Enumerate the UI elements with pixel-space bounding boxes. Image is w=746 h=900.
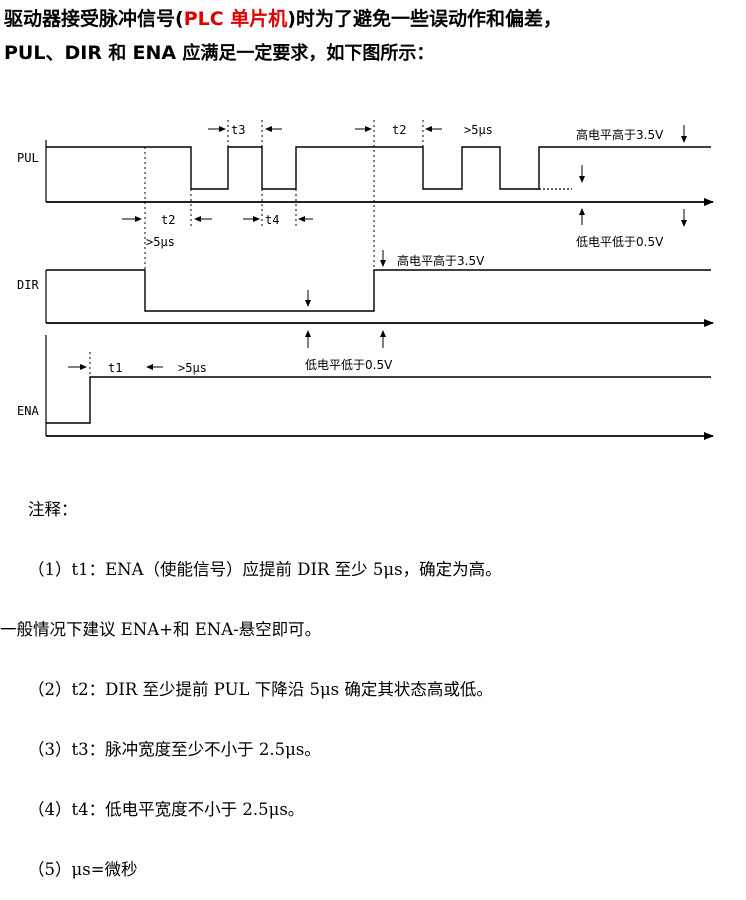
timing-diagram: PUL DIR ENA t3 t2 >5μs 高电平高于3.5V t2 >5μs: [17, 120, 714, 440]
t2b-label: t2: [392, 123, 406, 137]
ena-label: ENA: [17, 404, 39, 418]
note-1: （1）t1：ENA（使能信号）应提前 DIR 至少 5μs，确定为高。: [28, 560, 502, 579]
notes-title: 注释：: [28, 500, 78, 519]
pul-label: PUL: [17, 151, 39, 165]
intro-pul: PUL: [4, 42, 46, 64]
intro-text-2f: 应满足一定要求，如下图所示：: [176, 43, 435, 64]
intro-text-1c: )时为了避免一些误动作和偏差，: [287, 8, 562, 30]
t4-label: t4: [265, 213, 279, 227]
notes-section: 注释： （1）t1：ENA（使能信号）应提前 DIR 至少 5μs，确定为高。 …: [0, 460, 744, 900]
intro-ena: ENA: [132, 42, 177, 64]
note-5: （5）μs=微秒: [28, 860, 138, 879]
pul-high-level-note: 高电平高于3.5V: [576, 127, 664, 142]
dir-high-level-note: 高电平高于3.5V: [397, 253, 485, 268]
ena-waveform: [46, 376, 711, 424]
intro-text-1a: 驱动器接受脉冲信号(: [4, 8, 184, 30]
intro-dir: DIR: [64, 42, 102, 64]
pul-low-level-note: 低电平低于0.5V: [576, 235, 664, 249]
intro-and: 和: [101, 43, 133, 64]
pul-waveform: [46, 146, 711, 190]
note-2: （2）t2：DIR 至少提前 PUL 下降沿 5μs 确定其状态高或低。: [28, 680, 493, 699]
intro-highlight: PLC 单片机: [183, 8, 288, 30]
note-4: （4）t4：低电平宽度不小于 2.5μs。: [28, 800, 305, 819]
intro-sep: 、: [45, 42, 65, 64]
intro-text: 驱动器接受脉冲信号(PLC 单片机)时为了避免一些误动作和偏差， PUL、DIR…: [4, 2, 744, 71]
dir-waveform: [46, 269, 711, 312]
min5us-label-top: >5μs: [464, 123, 493, 137]
intro-line-1: 驱动器接受脉冲信号(PLC 单片机)时为了避免一些误动作和偏差，: [4, 2, 744, 36]
t3-label: t3: [231, 123, 245, 137]
t1-label: t1: [108, 361, 122, 375]
note-3: （3）t3：脉冲宽度至少不小于 2.5μs。: [28, 740, 321, 759]
note-1-extra: 一般情况下建议 ENA+和 ENA-悬空即可。: [0, 620, 322, 639]
intro-line-2: PUL、DIR 和 ENA 应满足一定要求，如下图所示：: [4, 36, 744, 71]
dir-low-level-note: 低电平低于0.5V: [305, 358, 393, 372]
dir-label: DIR: [17, 278, 39, 292]
t2-label: t2: [161, 213, 175, 227]
min5us-label-ena: >5μs: [178, 361, 207, 375]
min5us-label-mid: >5μs: [146, 235, 175, 249]
